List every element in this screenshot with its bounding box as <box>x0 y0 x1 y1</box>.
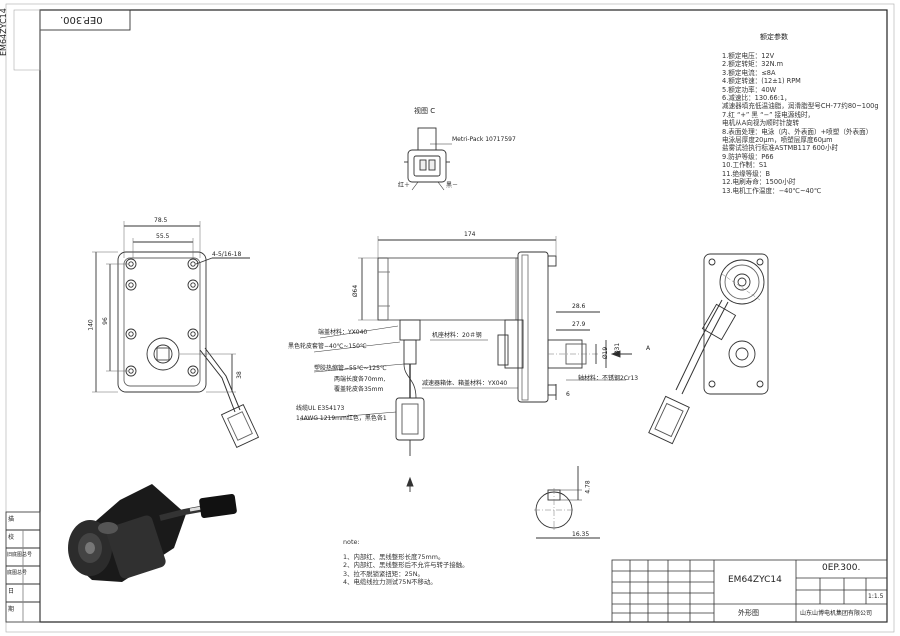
left-block-row-3: 旧底图总号 <box>7 552 33 558</box>
callout-shrink-tube: 塑胶热缩管−55℃~125℃ <box>314 365 387 372</box>
spec-list: 1.额定电压：12V 2.额定转矩：32N.m 3.额定电流：≤8A 4.额定转… <box>722 52 879 195</box>
dim-d31: Ø31 <box>614 342 622 356</box>
dim-a: A <box>646 345 651 352</box>
spec-line: 8.表面处理：电泳（内、外表面）+喷塑（外表面） <box>722 127 873 136</box>
view-c-label: 视图 C <box>414 107 436 115</box>
side-code: EM64ZYC14 <box>0 8 8 56</box>
note-line: 4、电缆线拉力测试75N不移动。 <box>343 578 437 587</box>
title-block <box>611 559 888 623</box>
callout-shaft: 轴材料：不锈钢2Cr13 <box>578 375 639 382</box>
titleblock-company: 山东山博电机集团有限公司 <box>800 610 873 617</box>
connector-part-label: Metri-Pack 10717597 <box>452 136 516 143</box>
notes-block: note: 1、内部红、黑线整形长度75mm。 2、内部红、黑线整形后不允许与转… <box>343 538 469 587</box>
spec-line: 10.工作制：S1 <box>722 161 768 170</box>
spec-line: 3.额定电流：≤8A <box>722 68 776 77</box>
dim-55-5: 55.5 <box>156 233 170 240</box>
titleblock-scale: 1:1.5 <box>868 593 884 600</box>
titleblock-name: 外形图 <box>738 609 759 617</box>
callout-cable2: 14AWG 1219mm红色，黑色各1 <box>296 415 387 422</box>
callout-housing: 机座材料：20＃钢 <box>432 332 482 339</box>
dim-27-9: 27.9 <box>572 321 586 328</box>
callout-end-cap: 端盖材料：YX040 <box>318 329 368 336</box>
connector-view <box>404 127 452 191</box>
callout-cable1: 线缆UL E354173 <box>296 405 345 412</box>
spec-line: 12.电刷寿命：1500小时 <box>722 178 796 187</box>
left-block-row-1: 描 <box>8 516 15 523</box>
left-block-row-2: 校 <box>8 534 15 541</box>
dim-140: 140 <box>87 319 95 331</box>
spec-line: 13.电机工作温度：−40℃~40℃ <box>722 186 822 195</box>
notes-title: note: <box>343 538 360 546</box>
titleblock-code: 0EP.300. <box>822 563 861 573</box>
dim-38: 38 <box>235 371 243 379</box>
dim-d64: Ø64 <box>352 284 360 298</box>
spec-line: 电机从A向视为顺时针旋转 <box>722 119 800 128</box>
callout-shrink-len1: 两端长度各70mm, <box>334 376 386 383</box>
dim-thread: 4-5/16-18 <box>212 251 242 258</box>
spec-line: 4.额定转速：(12±1) RPM <box>722 77 801 86</box>
titleblock-model: EM64ZYC14 <box>728 575 782 585</box>
note-line: 3、拉不脱锁紧扭矩：25N。 <box>343 569 424 578</box>
shaft-section <box>534 466 600 539</box>
note-line: 1、内部红、黑线整形长度75mm。 <box>343 552 445 561</box>
spec-line: 减速器填充低温油脂，润滑脂型号CH-77约80~100g <box>722 102 879 111</box>
spec-line: 9.防护等级：P66 <box>722 152 774 161</box>
left-block-row-5: 日 <box>8 588 15 595</box>
spec-line: 7.红 “+” 黑 “−” 接电源线时， <box>722 110 815 119</box>
dim-4-78: 4.78 <box>584 480 592 494</box>
spec-title: 额定参数 <box>760 33 788 41</box>
dim-d19: Ø19 <box>602 346 610 360</box>
left-block-row-4: 底图总号 <box>7 570 28 576</box>
spec-line: 1.额定电压：12V <box>722 52 775 60</box>
corner-code: 0EP.300. <box>60 14 103 25</box>
dim-78-5: 78.5 <box>154 217 168 224</box>
side-view <box>299 236 632 492</box>
spec-line: 盐雾试验执行标准ASTMB117 600小时 <box>722 144 839 153</box>
left-block-row-6: 期 <box>8 606 15 613</box>
callout-gearbox: 减速器箱体、箱盖材料：YX040 <box>422 380 508 387</box>
red-plus-label: 红＋ <box>398 182 411 189</box>
dim-16-35: 16.35 <box>572 531 590 538</box>
spec-line: 11.绝缘等级：B <box>722 169 770 178</box>
motor-photo <box>68 484 237 582</box>
dim-6: 6 <box>566 391 570 398</box>
spec-line: 电泳层厚度20μm，喷塑层厚度60μm <box>722 136 833 145</box>
spec-line: 5.额定功率：40W <box>722 85 777 94</box>
callout-shrink-len2: 覆盖轮皮各35mm <box>334 386 384 393</box>
dim-174: 174 <box>464 231 476 238</box>
dim-28-6: 28.6 <box>572 303 586 310</box>
spec-line: 2.额定转矩：32N.m <box>722 60 784 69</box>
callout-black-tube: 黑色轮皮套管−40℃~150℃ <box>288 343 367 350</box>
front-view <box>92 221 260 448</box>
black-minus-label: 黑－ <box>446 182 459 189</box>
note-line: 2、内部红、黑线整形后不允许与转子接触。 <box>343 561 469 570</box>
dim-96: 96 <box>101 317 109 325</box>
end-view <box>648 253 769 445</box>
spec-line: 6.减速比：130.66:1， <box>722 94 791 103</box>
